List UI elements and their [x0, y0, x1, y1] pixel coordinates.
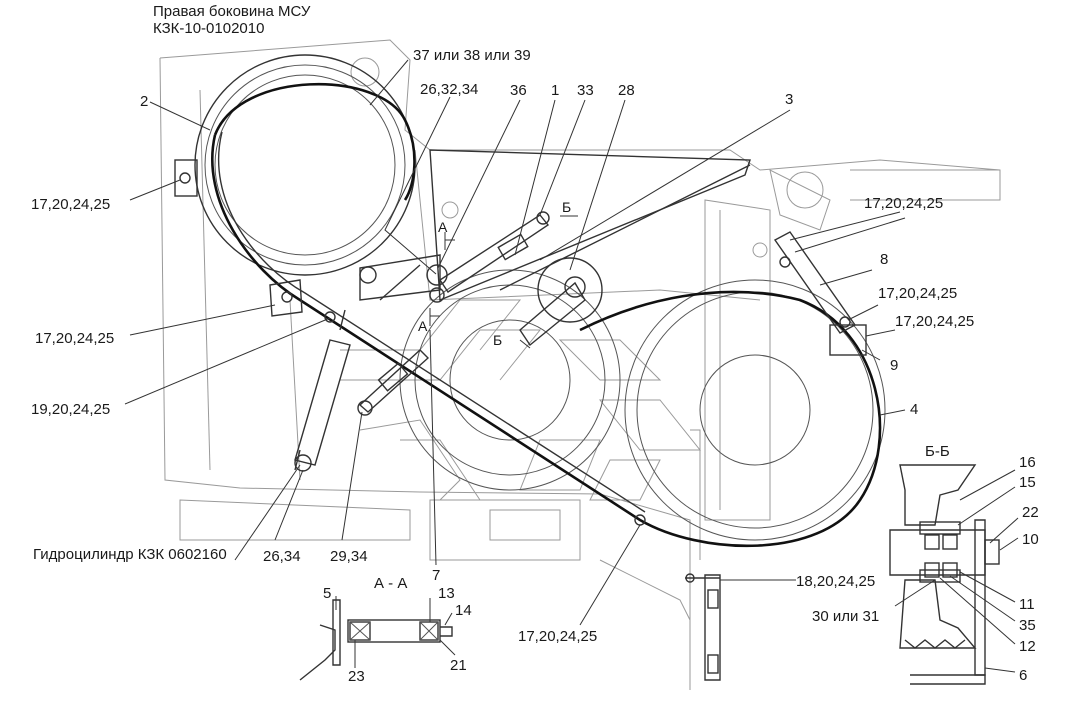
callout-26-34: 26,34 — [263, 548, 301, 565]
section-b-mark-top: Б — [562, 199, 571, 215]
left-brackets — [174, 159, 303, 317]
callout-22: 22 — [1022, 504, 1039, 521]
callout-37: 37 или 38 или 39 — [413, 47, 531, 64]
callout-19: 19,20,24,25 — [31, 401, 110, 418]
callout-7: 7 — [432, 567, 440, 584]
callout-8: 8 — [880, 251, 888, 268]
hydraulic-cylinder — [294, 309, 351, 472]
section-bb-detail — [889, 464, 1019, 685]
side-panel-outline — [159, 39, 1001, 690]
bottom-bracket — [324, 311, 721, 681]
callout-30: 30 или 31 — [812, 608, 879, 625]
callout-17-c: 17,20,24,25 — [864, 195, 943, 212]
callout-2: 2 — [140, 93, 148, 110]
callout-16: 16 — [1019, 454, 1036, 471]
upper-pulley — [194, 54, 416, 276]
frame-ribs — [340, 299, 702, 501]
section-aa-detail — [299, 596, 456, 681]
section-b-mark-bottom: Б — [493, 332, 502, 348]
callout-17-b: 17,20,24,25 — [35, 330, 114, 347]
section-a-mark-top: А — [438, 219, 448, 235]
callout-29-34: 29,34 — [330, 548, 368, 565]
section-a-mark-bottom: А — [418, 318, 428, 334]
callout-17-d: 17,20,24,25 — [878, 285, 957, 302]
callout-14: 14 — [455, 602, 472, 619]
header-line-2: КЗК-10-0102010 — [153, 20, 264, 37]
section-markers: А А Б Б — [418, 199, 578, 349]
callout-10: 10 — [1022, 531, 1039, 548]
callout-26-32-34: 26,32,34 — [420, 81, 478, 98]
callout-12: 12 — [1019, 638, 1036, 655]
callout-13: 13 — [438, 585, 455, 602]
callout-labels: Правая боковина МСУ КЗК-10-0102010 37 ил… — [31, 3, 1039, 685]
callout-1: 1 — [551, 82, 559, 99]
cylinder-label: Гидроцилиндр КЗК 0602160 — [33, 546, 227, 563]
callout-5: 5 — [323, 585, 331, 602]
section-aa-title: А - А — [374, 575, 407, 592]
callout-28: 28 — [618, 82, 635, 99]
callout-11: 11 — [1019, 596, 1035, 613]
callout-17-f: 17,20,24,25 — [518, 628, 597, 645]
section-bb-title: Б-Б — [925, 443, 950, 460]
callout-15: 15 — [1019, 474, 1036, 491]
tensioner-assembly — [359, 149, 751, 347]
callout-9: 9 — [890, 357, 898, 374]
callout-17-e: 17,20,24,25 — [895, 313, 974, 330]
drive-belt — [211, 82, 882, 548]
callout-33: 33 — [577, 82, 594, 99]
lower-pulley — [624, 279, 886, 541]
callout-36: 36 — [510, 82, 527, 99]
callout-21: 21 — [450, 657, 467, 674]
callout-18: 18,20,24,25 — [796, 573, 875, 590]
callout-6: 6 — [1019, 667, 1027, 684]
callout-35: 35 — [1019, 617, 1036, 634]
callout-4: 4 — [910, 401, 918, 418]
callout-3: 3 — [785, 91, 793, 108]
callout-23: 23 — [348, 668, 365, 685]
header-line-1: Правая боковина МСУ — [153, 3, 311, 20]
leader-lines — [124, 59, 906, 626]
right-tensioner — [773, 231, 867, 356]
callout-17-a: 17,20,24,25 — [31, 196, 110, 213]
lower-tensioner — [357, 349, 430, 416]
